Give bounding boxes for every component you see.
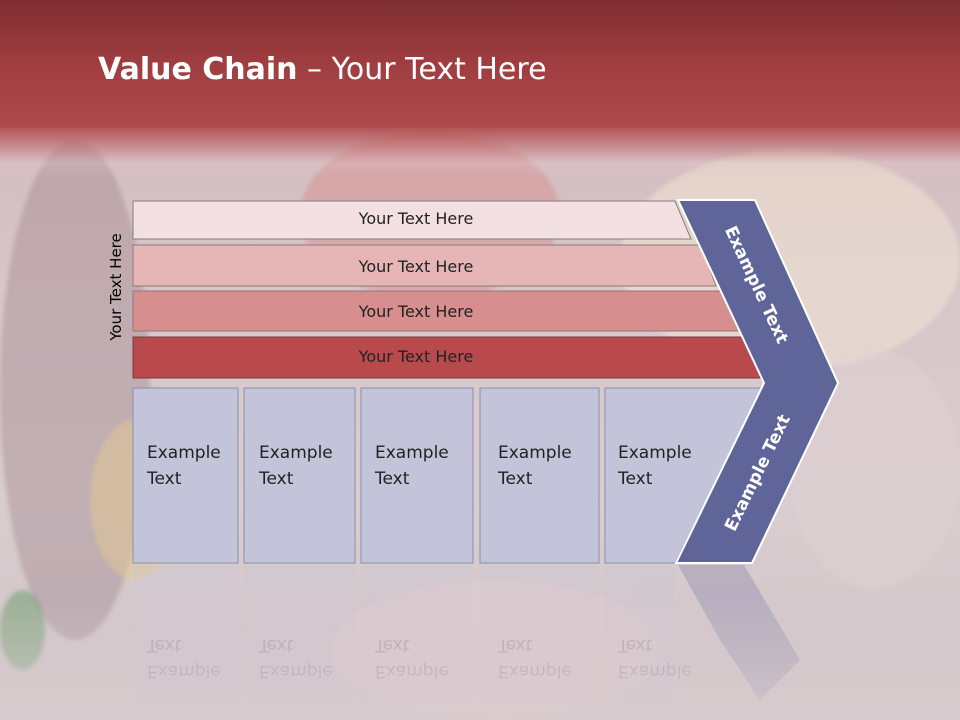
header-band	[0, 0, 960, 128]
box-4-shape	[479, 387, 600, 564]
bar-2-shape	[132, 244, 717, 287]
page-title: Value Chain – Your Text Here	[98, 52, 547, 87]
box-1-label: Example Text	[147, 443, 221, 489]
bar-4-label: Your Text Here	[358, 347, 474, 366]
box-3-shape	[360, 387, 474, 564]
bar-3-label: Your Text Here	[358, 302, 474, 321]
bar-1-shape	[132, 200, 692, 240]
bar-1-label: Your Text Here	[358, 209, 474, 228]
box-3-label: Example Text	[375, 443, 449, 489]
box-2-shape	[243, 387, 356, 564]
title-bold: Value Chain	[98, 52, 298, 87]
bar-2-label: Your Text Here	[358, 257, 474, 276]
box-1-shape	[132, 387, 239, 564]
box-5-label: Example Text	[618, 443, 692, 489]
box-2-label: Example Text	[259, 443, 333, 489]
box-4-label: Example Text	[498, 443, 572, 489]
title-rest: – Your Text Here	[297, 52, 547, 87]
chevron-shape	[674, 199, 840, 564]
